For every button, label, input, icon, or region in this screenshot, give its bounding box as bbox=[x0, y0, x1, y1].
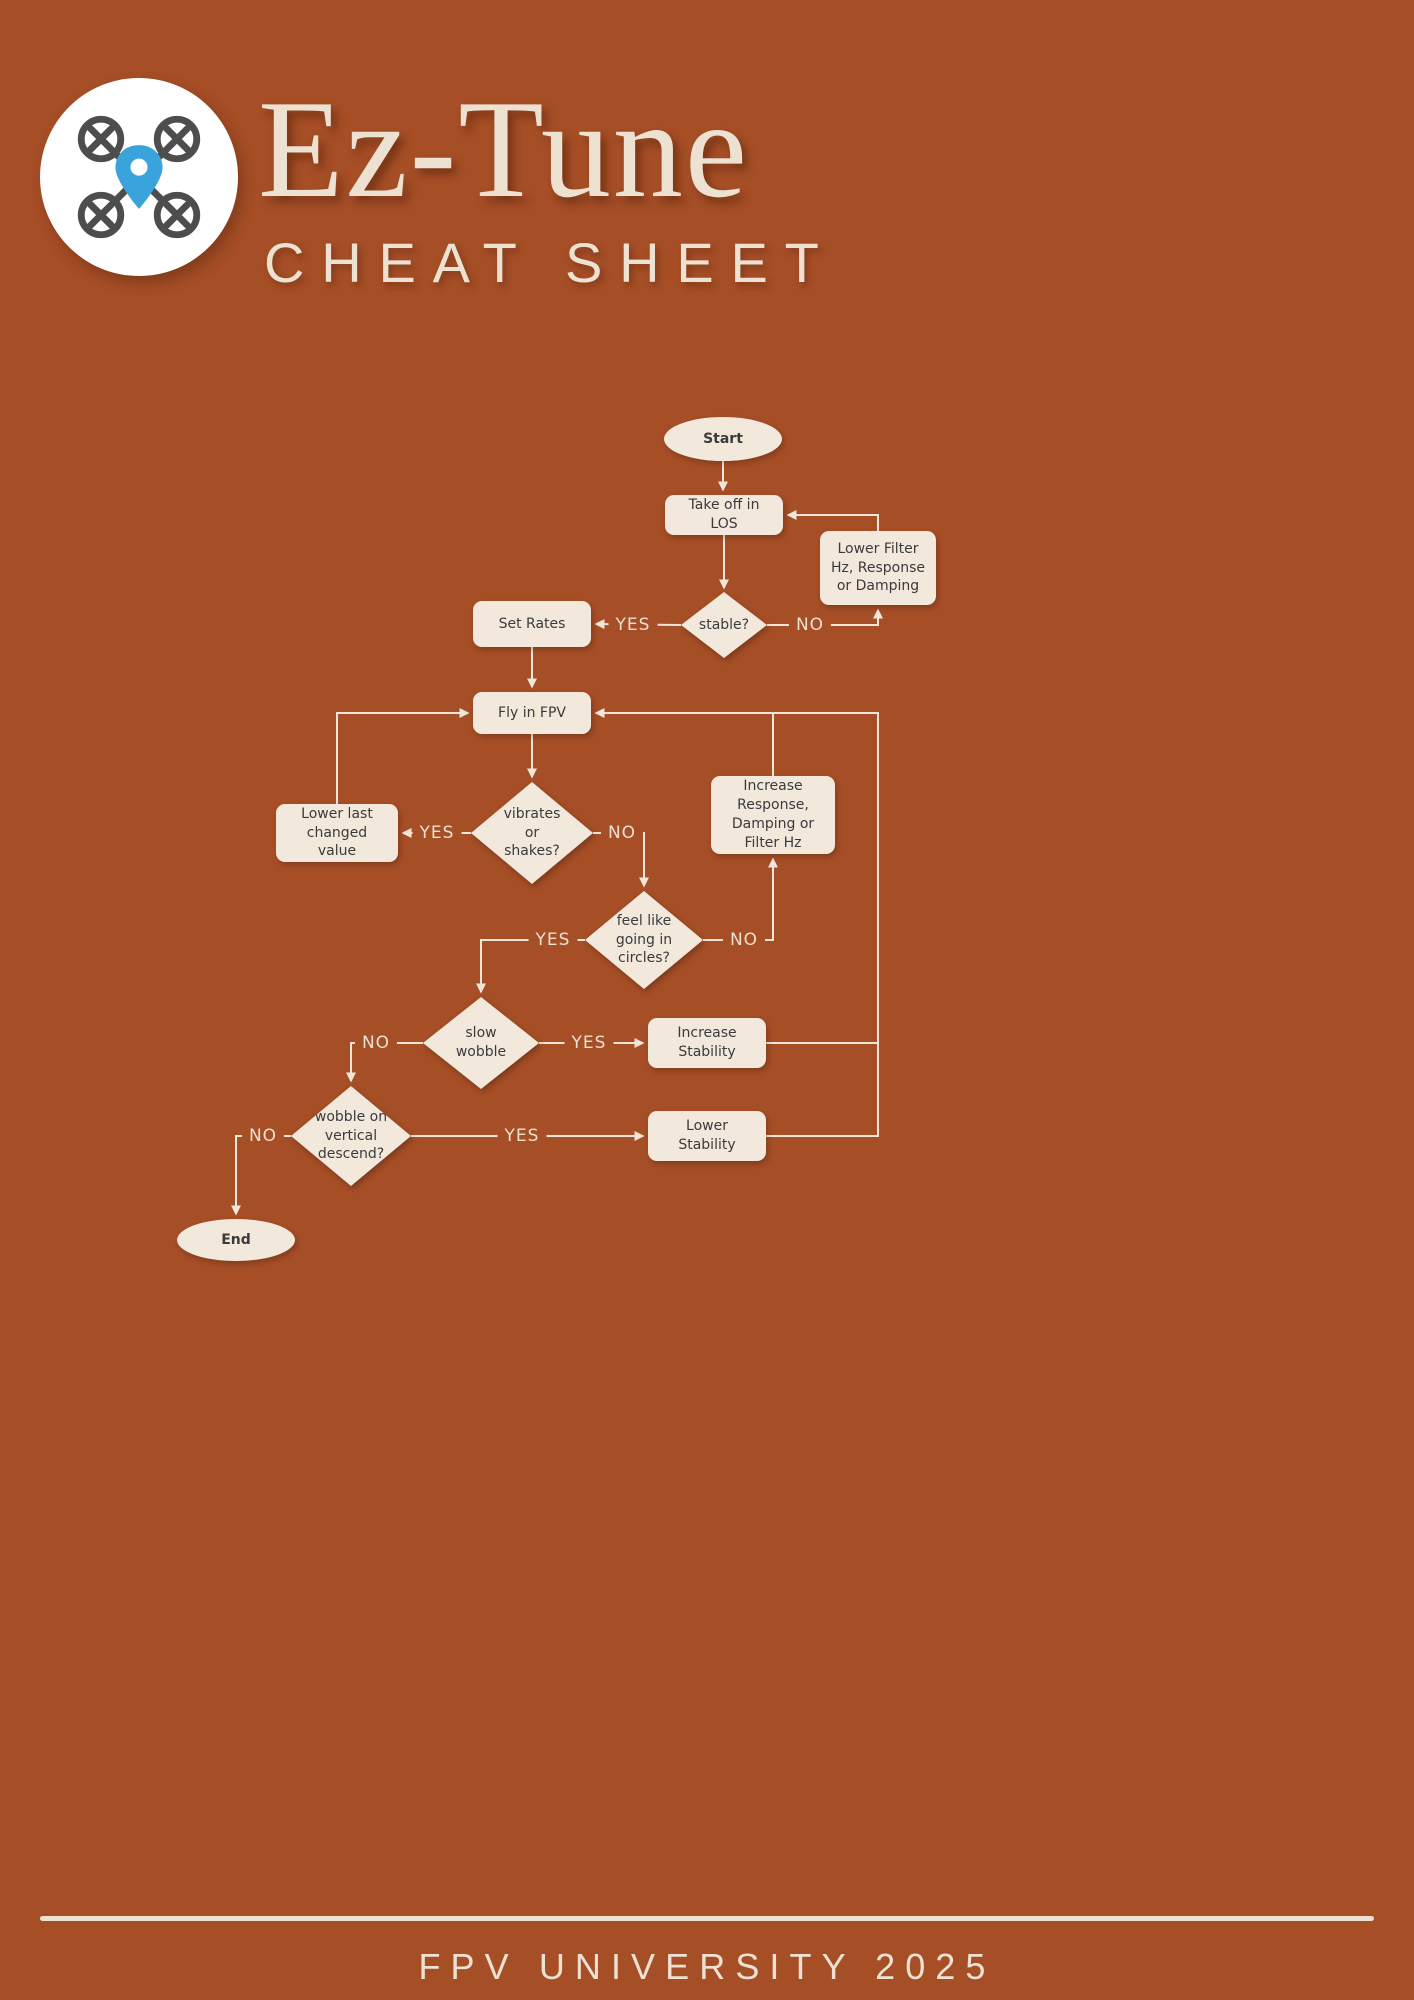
node-slow-wobble-decision-label: slow wobble bbox=[423, 997, 539, 1089]
node-lower-last-changed: Lower last changed value bbox=[276, 804, 398, 862]
node-wobble-descend-decision: wobble on vertical descend? bbox=[291, 1086, 411, 1186]
header: Ez-Tune CHEAT SHEET bbox=[40, 78, 836, 295]
node-set-rates: Set Rates bbox=[473, 601, 591, 647]
drone-location-pin-icon bbox=[77, 115, 201, 239]
page-subtitle: CHEAT SHEET bbox=[264, 231, 836, 294]
node-circles-decision-label: feel like going in circles? bbox=[585, 891, 703, 989]
edge-label-circles-no: NO bbox=[722, 929, 766, 951]
node-vibrates-decision: vibrates or shakes? bbox=[471, 782, 593, 884]
node-end: End bbox=[177, 1219, 295, 1261]
node-lower-filter: Lower Filter Hz, Response or Damping bbox=[820, 531, 936, 605]
edge-label-wobble-descend-no: NO bbox=[241, 1125, 285, 1147]
edge-label-slow-wobble-yes: YES bbox=[564, 1032, 614, 1054]
edge-label-stable-yes: YES bbox=[608, 614, 658, 636]
footer-text: FPV UNIVERSITY 2025 bbox=[418, 1946, 996, 1987]
title-block: Ez-Tune CHEAT SHEET bbox=[258, 78, 836, 295]
node-stable-decision: stable? bbox=[681, 592, 767, 658]
edge-label-vibrates-yes: YES bbox=[412, 822, 462, 844]
node-slow-wobble-decision: slow wobble bbox=[423, 997, 539, 1089]
node-stable-decision-label: stable? bbox=[681, 592, 767, 658]
edge-label-circles-yes: YES bbox=[528, 929, 578, 951]
node-increase-response: Increase Response, Damping or Filter Hz bbox=[711, 776, 835, 854]
node-start: Start bbox=[664, 417, 782, 461]
edge-label-wobble-descend-yes: YES bbox=[497, 1125, 547, 1147]
node-vibrates-decision-label: vibrates or shakes? bbox=[471, 782, 593, 884]
node-increase-stability: Increase Stability bbox=[648, 1018, 766, 1068]
footer-divider bbox=[40, 1916, 1374, 1921]
node-lower-stability: Lower Stability bbox=[648, 1111, 766, 1161]
logo-badge bbox=[40, 78, 238, 276]
node-circles-decision: feel like going in circles? bbox=[585, 891, 703, 989]
page-title: Ez-Tune bbox=[258, 72, 750, 227]
edge-label-vibrates-no: NO bbox=[600, 822, 644, 844]
node-fly-in-fpv: Fly in FPV bbox=[473, 692, 591, 734]
edge-label-slow-wobble-no: NO bbox=[354, 1032, 398, 1054]
node-wobble-descend-decision-label: wobble on vertical descend? bbox=[291, 1086, 411, 1186]
edge-label-stable-no: NO bbox=[788, 614, 832, 636]
node-take-off: Take off in LOS bbox=[665, 495, 783, 535]
